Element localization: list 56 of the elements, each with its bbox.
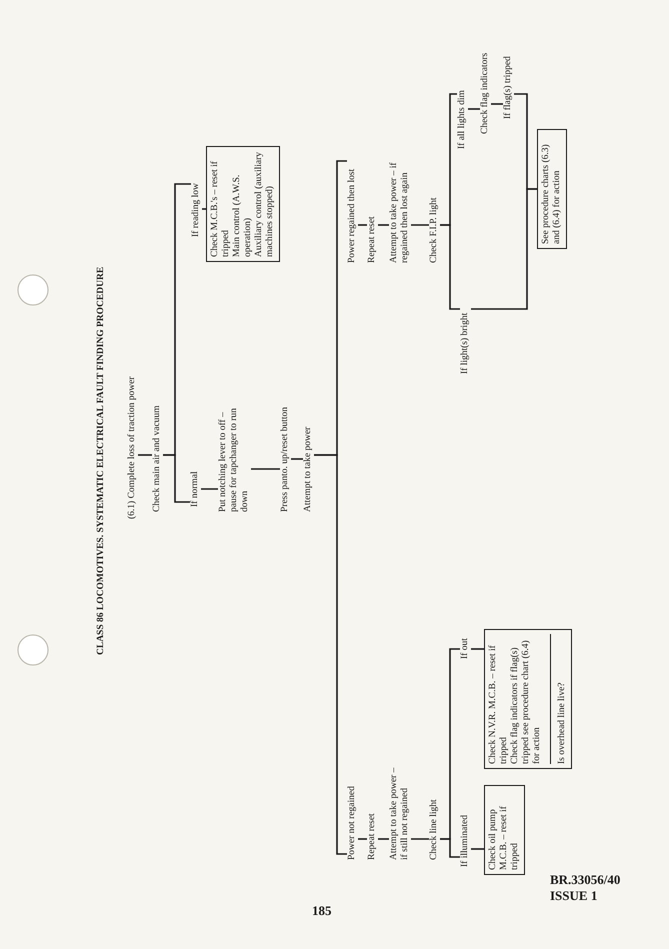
chart-heading: (6.1) Complete loss of traction power	[127, 376, 138, 519]
connector-line	[440, 648, 460, 840]
connector-line	[314, 160, 347, 456]
step-text: If out	[460, 638, 471, 659]
document-reference: ISSUE 1	[550, 888, 598, 903]
step-text: Attempt to take power – if regained then lost again	[389, 151, 411, 263]
step-text: Repeat reset	[367, 813, 378, 860]
connector-line	[471, 848, 484, 850]
step-text: Attempt to take power – if still not regained	[389, 760, 411, 860]
connector-line	[358, 838, 367, 840]
step-text: If normal	[190, 471, 201, 507]
connector-line	[138, 454, 152, 456]
box-text: Check M.C.B.'s – reset if tripped	[210, 160, 232, 257]
connector-line	[163, 183, 191, 456]
diagram-title: CLASS 86 LOCOMOTIVES. SYSTEMATIC ELECTRICAL FAULT FINDING PROCEDURE	[96, 266, 106, 655]
connector-line	[378, 224, 389, 226]
step-text: Attempt to take power	[303, 426, 314, 512]
step-text: Power regained then lost	[347, 168, 358, 263]
instruction-box	[206, 146, 280, 262]
step-text: Check flag indicators	[480, 52, 491, 134]
box-text: Main control (A.W.S. operation)	[232, 174, 254, 257]
instruction-box	[537, 129, 567, 249]
connector-line	[411, 224, 429, 226]
step-text: If reading low	[191, 183, 202, 237]
connector-line	[514, 93, 537, 190]
connector-line	[411, 838, 429, 840]
instruction-box	[484, 629, 572, 769]
connector-line	[440, 93, 457, 226]
box-text: Is overhead line live?	[550, 634, 568, 764]
step-text: Check line light	[429, 799, 440, 860]
step-text: If illuminated	[460, 815, 471, 867]
step-text: If all lights dim	[457, 90, 468, 149]
connector-line	[201, 488, 218, 490]
connector-line	[358, 224, 367, 226]
connector-line	[291, 458, 303, 460]
connector-line	[378, 838, 389, 840]
box-text: Check flag indicators if flag(s) tripped see procedure chart (6.4) for action	[510, 639, 543, 764]
step-text: If flag(s) tripped	[503, 56, 514, 119]
box-text: See procedure charts (6.3) and (6.4) for action	[541, 143, 563, 244]
document-reference: BR.33056/40	[550, 872, 620, 887]
step-text: Repeat reset	[367, 216, 378, 263]
page-number: 185	[312, 903, 332, 918]
connector-line	[251, 468, 280, 470]
step-text: Check F.I.P. light	[429, 198, 440, 263]
connector-line	[468, 108, 480, 110]
box-text: Check oil pump M.C.B. – reset if tripped	[488, 805, 521, 870]
box-text: Auxiliary control (auxiliary machines stopped)	[254, 151, 276, 257]
step-text: Press panto. up/reset button	[280, 406, 291, 512]
step-text: Power not regained	[347, 786, 358, 860]
step-text: Check main air and vacuum	[152, 405, 163, 512]
connector-line	[471, 648, 484, 650]
connector-line	[202, 208, 206, 210]
step-text: If light(s) bright	[460, 312, 471, 374]
step-text: Put notching lever to off – pause for tapchanger to run down	[218, 400, 251, 512]
connector-line	[491, 103, 503, 105]
instruction-box	[484, 785, 525, 875]
